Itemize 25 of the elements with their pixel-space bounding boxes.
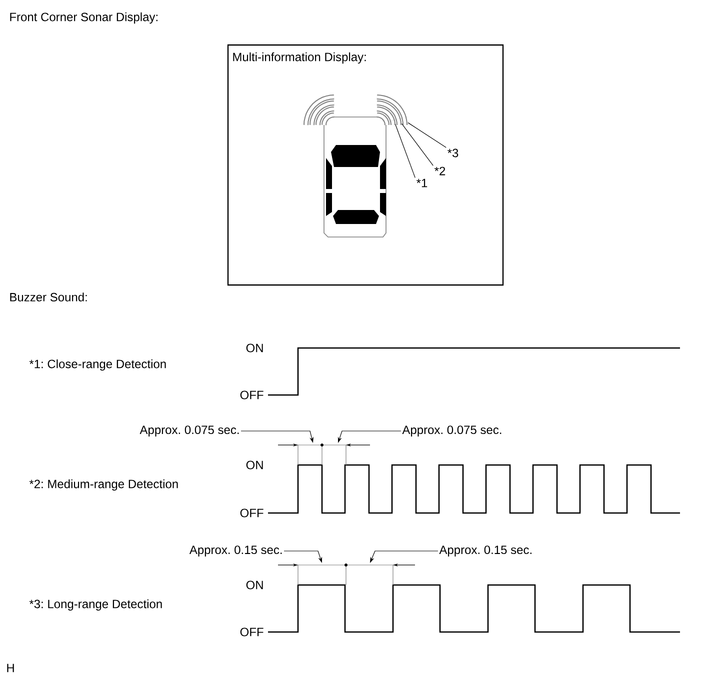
heading: Buzzer Sound: bbox=[10, 292, 87, 302]
dimension-label: Approx. 0.075 sec. bbox=[402, 426, 502, 436]
sonar-arc bbox=[401, 115, 408, 126]
sonar-arc bbox=[396, 116, 402, 126]
leader-line bbox=[402, 123, 434, 166]
dimension-label: Approx. 0.15 sec. bbox=[439, 546, 532, 556]
dimension-label: Approx. 0.15 sec. bbox=[189, 546, 282, 556]
state-label: ON bbox=[246, 344, 263, 352]
state-label: OFF bbox=[240, 628, 264, 636]
row-label: *1: Close-range Detection bbox=[29, 359, 166, 371]
state-label: OFF bbox=[240, 508, 264, 518]
row-label: *3: Long-range Detection bbox=[29, 599, 162, 611]
state-label: OFF bbox=[240, 390, 264, 400]
state-label: ON bbox=[246, 580, 263, 590]
callout-number: *3 bbox=[448, 148, 458, 158]
heading: Front Corner Sonar Display: bbox=[10, 12, 158, 24]
dimension-label: Approx. 0.075 sec. bbox=[140, 426, 239, 436]
leader-line bbox=[395, 124, 416, 178]
row-label: *2: Medium-range Detection bbox=[29, 479, 178, 491]
leader-line bbox=[408, 122, 446, 148]
callout-number: *2 bbox=[434, 166, 446, 176]
sonar-arc bbox=[390, 118, 396, 126]
figure-code: H bbox=[7, 664, 14, 672]
state-label: ON bbox=[246, 460, 263, 470]
callout-number: *1 bbox=[416, 178, 428, 188]
